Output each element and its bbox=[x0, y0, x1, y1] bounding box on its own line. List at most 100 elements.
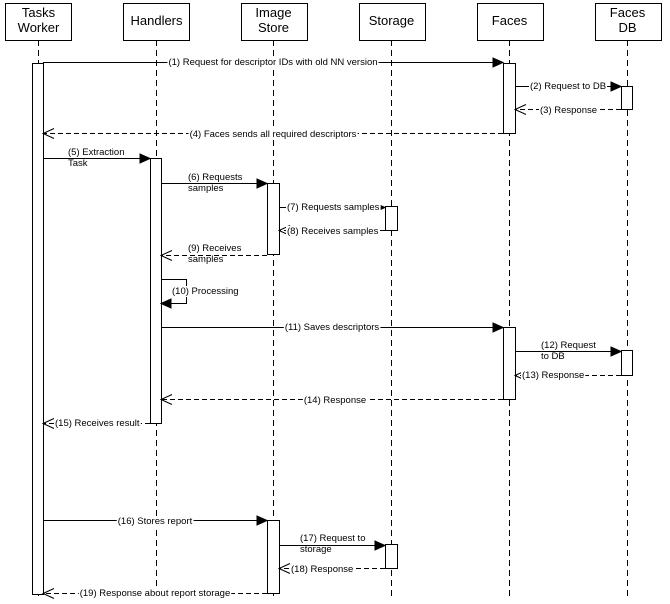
message-14: (14) Response bbox=[159, 394, 503, 406]
label-background bbox=[78, 588, 232, 599]
message-label: (12) Request bbox=[541, 340, 596, 351]
message-label: (11) Saves descriptors bbox=[285, 322, 380, 333]
arrowhead bbox=[610, 346, 623, 357]
message-label: (14) Response bbox=[304, 395, 366, 406]
participant-label: Store bbox=[258, 20, 289, 35]
message-label: Task bbox=[68, 158, 88, 169]
label-background bbox=[283, 322, 381, 333]
participant-box bbox=[123, 3, 190, 41]
message-label: (19) Response about report storage bbox=[80, 588, 231, 599]
label-background bbox=[539, 105, 599, 116]
activation-bar-storage bbox=[385, 544, 398, 569]
message-2: (2) Request to DB bbox=[515, 81, 623, 92]
message-7: (7) Requests samples bbox=[279, 202, 387, 213]
message-8: (8) Receives samples bbox=[277, 225, 385, 237]
label-background bbox=[521, 370, 586, 381]
message-1: (1) Request for descriptor IDs with old … bbox=[43, 57, 505, 68]
activation-bar-handlers bbox=[150, 158, 162, 424]
message-label: (5) Extraction bbox=[68, 147, 125, 158]
participant-box bbox=[5, 3, 72, 41]
message-19: (19) Response about report storage bbox=[41, 588, 267, 599]
label-background bbox=[286, 226, 380, 237]
message-label: samples bbox=[188, 183, 224, 194]
participant-handlers: Handlers bbox=[123, 3, 190, 41]
arrowhead bbox=[41, 418, 55, 429]
message-label: (7) Requests samples bbox=[287, 202, 380, 213]
participant-label: Worker bbox=[18, 20, 60, 35]
message-18: (18) Response bbox=[277, 563, 385, 575]
message-4: (4) Faces sends all required descriptors bbox=[41, 128, 503, 140]
message-label: (1) Request for descriptor IDs with old … bbox=[168, 57, 377, 68]
participant-box bbox=[595, 3, 662, 41]
participant-label: Image bbox=[255, 5, 291, 20]
message-label: storage bbox=[300, 544, 332, 555]
arrowhead bbox=[159, 394, 173, 405]
activation-bar-worker bbox=[32, 63, 44, 595]
arrowhead bbox=[159, 298, 172, 309]
participant-label: DB bbox=[618, 20, 636, 35]
participant-label: Faces bbox=[492, 13, 528, 28]
arrowhead bbox=[159, 250, 173, 261]
message-label: samples bbox=[188, 254, 224, 265]
arrowhead bbox=[256, 178, 269, 189]
activation-bar-faces bbox=[503, 63, 516, 134]
participant-faces: Faces bbox=[477, 3, 544, 41]
arrowhead bbox=[41, 588, 55, 599]
message-label: (9) Receives bbox=[188, 243, 242, 254]
activation-bar-faces bbox=[503, 327, 516, 400]
message-label: (10) Processing bbox=[172, 286, 239, 297]
message-15: (15) Receives result bbox=[41, 418, 150, 429]
message-3: (3) Response bbox=[513, 104, 621, 116]
arrowhead bbox=[610, 81, 623, 92]
message-11: (11) Saves descriptors bbox=[161, 322, 505, 333]
message-13: (13) Response bbox=[513, 370, 621, 381]
activation-bar-facesdb bbox=[621, 350, 633, 376]
message-label: to DB bbox=[541, 351, 565, 362]
message-label: (2) Request to DB bbox=[530, 81, 606, 92]
message-label: (8) Receives samples bbox=[287, 226, 379, 237]
message-label: (17) Request to bbox=[300, 533, 365, 544]
label-background bbox=[188, 129, 358, 140]
message-10: (10) Processing bbox=[159, 279, 240, 309]
participant-box bbox=[241, 3, 308, 41]
activation-bar-facesdb bbox=[621, 86, 633, 110]
label-background bbox=[302, 395, 368, 406]
message-16: (16) Stores report bbox=[43, 515, 269, 527]
participant-box bbox=[477, 3, 544, 41]
arrowhead bbox=[277, 563, 291, 574]
label-background bbox=[54, 418, 141, 429]
activation-bar-storage bbox=[385, 206, 398, 231]
label-background bbox=[290, 564, 355, 575]
message-label: (6) Requests bbox=[188, 172, 243, 183]
participant-storage: Storage bbox=[359, 3, 426, 41]
activations-layer bbox=[32, 63, 633, 595]
arrowhead bbox=[374, 540, 387, 551]
participant-label: Tasks bbox=[22, 5, 56, 20]
label-background bbox=[171, 286, 240, 297]
arrowhead bbox=[513, 104, 527, 115]
label-background bbox=[167, 57, 379, 68]
message-label: (13) Response bbox=[522, 370, 584, 381]
arrowhead bbox=[492, 322, 505, 333]
label-background bbox=[529, 81, 608, 92]
message-label: (3) Response bbox=[540, 105, 597, 116]
messages-layer: (1) Request for descriptor IDs with old … bbox=[41, 57, 623, 599]
label-background bbox=[286, 202, 381, 213]
arrowhead bbox=[492, 57, 505, 68]
message-label: (18) Response bbox=[291, 564, 353, 575]
arrowhead bbox=[256, 515, 269, 526]
participant-label: Faces bbox=[610, 5, 646, 20]
message-label: (4) Faces sends all required descriptors bbox=[190, 129, 357, 140]
participant-label: Handlers bbox=[130, 13, 183, 28]
arrowhead bbox=[139, 153, 152, 164]
label-background bbox=[116, 516, 194, 527]
message-label: (15) Receives result bbox=[55, 418, 140, 429]
